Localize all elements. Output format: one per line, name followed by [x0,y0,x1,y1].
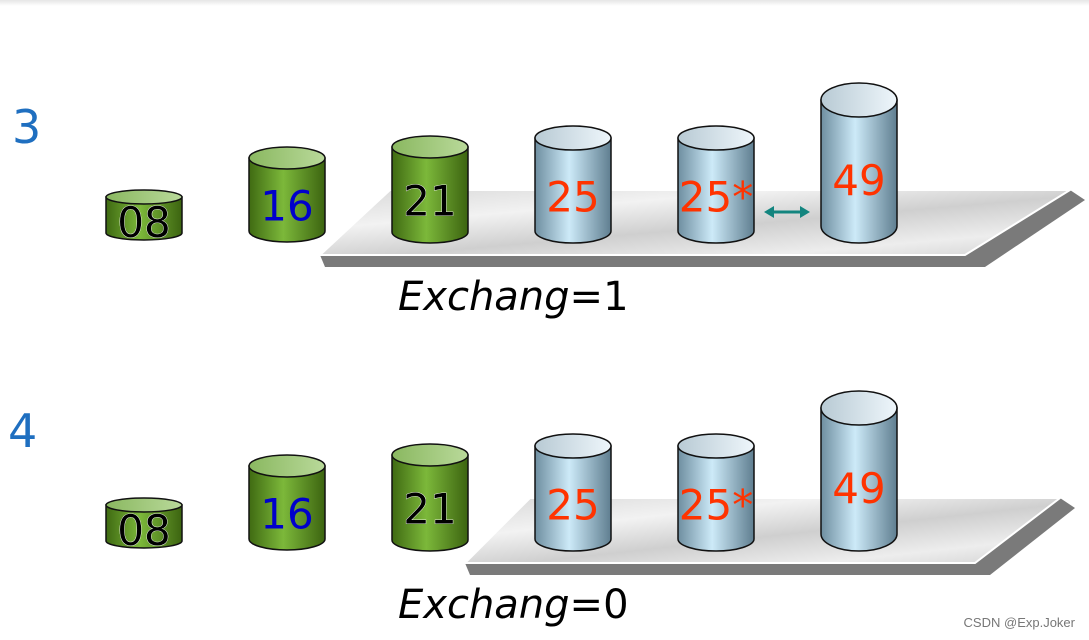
cylinder-25-star: 25* [677,433,755,552]
cylinder-21: 21 [391,135,469,244]
cylinder-value: 25 [546,173,599,222]
step-number: 3 [12,100,42,154]
cylinder-49: 49 [820,82,898,244]
exchange-value: =1 [569,274,629,320]
cylinder-value: 08 [117,506,170,555]
cylinder-value: 08 [117,198,170,247]
sort-pass-3: 08 16 21 25 25* 49 [105,82,1085,267]
cylinder-value: 49 [832,464,885,513]
cylinder-value: 21 [403,485,456,534]
cylinder-value: 16 [260,490,313,539]
cylinder-value: 25 [546,481,599,530]
cylinder-16: 16 [248,146,326,243]
marble-platform [462,497,1063,564]
swap-arrow-icon [764,206,810,218]
cylinder-value: 25* [679,481,753,530]
exchange-label: Exchang [398,582,570,628]
exchange-label: Exchang [398,274,570,320]
cylinder-25: 25 [534,125,612,244]
exchange-value: =0 [569,582,629,628]
sort-pass-4: 08 16 21 25 25* 49 [105,390,1075,575]
exchange-flag: Exchang=0 [398,582,629,628]
top-edge [0,0,1089,6]
cylinder-25: 25 [534,433,612,552]
cylinder-49: 49 [820,390,898,552]
exchange-flag: Exchang=1 [398,274,629,320]
cylinder-08: 08 [105,497,183,555]
cylinder-value: 16 [260,182,313,231]
cylinder-16: 16 [248,454,326,551]
watermark: CSDN @Exp.Joker [963,615,1075,630]
cylinder-25-star: 25* [677,125,755,244]
platform-shadow [465,498,1075,575]
step-number: 4 [8,404,38,458]
cylinder-value: 25* [679,173,753,222]
cylinder-08: 08 [105,189,183,247]
platform-shadow [320,190,1085,267]
cylinder-value: 49 [832,156,885,205]
cylinder-21: 21 [391,443,469,552]
cylinder-value: 21 [403,177,456,226]
